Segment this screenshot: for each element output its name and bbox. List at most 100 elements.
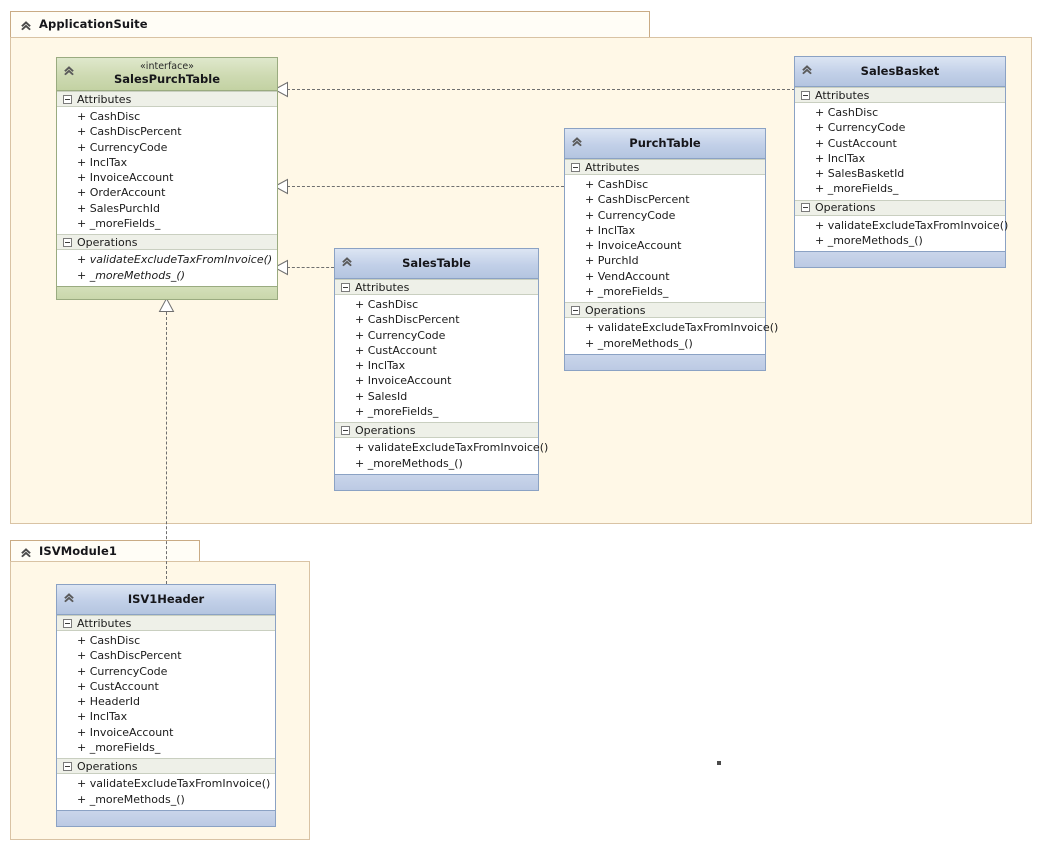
attribute-item: + _moreFields_ [77,217,161,231]
attribute-item: + _moreFields_ [815,182,899,196]
attribute-item: + HeaderId [77,695,140,709]
section-attributes-salestable[interactable]: Attributes [335,279,538,295]
package-tab-isv-module1[interactable]: ISVModule1 [10,540,200,562]
attribute-item: + SalesId [355,389,408,403]
operation-list-salespurchtable: + validateExcludeTaxFromInvoice() + _mor… [57,250,277,286]
operation-list-purchtable: + validateExcludeTaxFromInvoice() + _mor… [565,318,779,354]
section-attributes-salesbasket[interactable]: Attributes [795,87,1005,103]
attribute-item: + InclTax [815,151,866,165]
attribute-item: + InclTax [77,710,128,724]
package-name-application-suite: ApplicationSuite [39,17,148,32]
class-footer-isv1header [57,809,275,826]
operation-item: + _moreMethods_() [77,268,186,282]
class-header-salestable: SalesTable [335,249,538,279]
class-name-salespurchtable: SalesPurchTable [113,72,220,86]
attribute-item: + OrderAccount [77,186,166,200]
attribute-list-salestable: + CashDisc + CashDiscPercent + CurrencyC… [335,295,538,423]
collapse-minus-icon[interactable] [63,94,72,104]
attribute-item: + _moreFields_ [355,405,439,419]
attribute-item: + CashDisc [815,106,879,119]
attribute-list-salespurchtable: + CashDisc + CashDiscPercent + CurrencyC… [57,107,277,235]
attribute-item: + CashDiscPercent [585,193,690,207]
class-footer-salestable [335,473,538,490]
collapse-minus-icon[interactable] [63,761,72,771]
attribute-item: + CustAccount [355,343,437,357]
operation-item: + validateExcludeTaxFromInvoice() [585,321,779,335]
class-header-salesbasket: SalesBasket [795,57,1005,87]
operation-item: + _moreMethods_() [355,456,463,470]
attribute-item: + InclTax [77,155,128,169]
collapse-minus-icon[interactable] [341,282,350,292]
operation-item: + validateExcludeTaxFromInvoice() [77,253,273,267]
attribute-item: + CashDisc [77,634,141,647]
section-attributes-purchtable[interactable]: Attributes [565,159,765,175]
artifact-dot [717,761,721,765]
attribute-item: + InclTax [585,223,636,237]
realization-line-salestable [287,267,334,268]
class-name-isv1header: ISV1Header [127,592,205,606]
attribute-item: + CurrencyCode [355,328,446,342]
section-operations-salesbasket[interactable]: Operations [795,199,1005,216]
class-box-salestable[interactable]: SalesTable Attributes + CashDisc + CashD… [334,248,549,491]
section-label-attributes: Attributes [815,88,870,102]
operation-item: + _moreMethods_() [585,336,693,350]
collapse-minus-icon[interactable] [801,90,810,100]
section-label-operations: Operations [815,201,876,215]
collapse-minus-icon[interactable] [571,162,580,172]
attribute-list-isv1header: + CashDisc + CashDiscPercent + CurrencyC… [57,631,275,759]
collapse-minus-icon[interactable] [801,203,810,213]
class-chevron-icon [62,63,76,77]
operation-list-salesbasket: + validateExcludeTaxFromInvoice() + _mor… [795,215,1008,252]
class-stereotype-salespurchtable: «interface» [140,61,194,72]
operation-item: + validateExcludeTaxFromInvoice() [355,441,549,455]
collapse-minus-icon[interactable] [571,305,580,315]
class-chevron-icon [570,134,584,148]
class-box-purchtable[interactable]: PurchTable Attributes + CashDisc + CashD… [564,128,779,371]
section-attributes-salespurchtable[interactable]: Attributes [57,91,277,107]
attribute-item: + CustAccount [815,136,897,150]
section-label-attributes: Attributes [77,616,132,630]
attribute-item: + SalesBasketId [815,167,905,181]
class-chevron-icon [62,590,76,604]
attribute-item: + InvoiceAccount [77,725,174,739]
section-operations-isv1header[interactable]: Operations [57,758,275,775]
class-box-salesbasket[interactable]: SalesBasket Attributes + CashDisc + Curr… [794,56,1008,268]
attribute-item: + InvoiceAccount [355,374,452,388]
class-chevron-icon [340,254,354,268]
attribute-item: + CashDiscPercent [355,313,460,327]
section-label-attributes: Attributes [355,280,410,294]
class-chevron-icon [800,62,814,76]
section-operations-purchtable[interactable]: Operations [565,302,765,319]
attribute-item: + CurrencyCode [585,208,676,222]
attribute-list-salesbasket: + CashDisc + CurrencyCode + CustAccount … [795,103,1005,200]
section-attributes-isv1header[interactable]: Attributes [57,615,275,631]
realization-arrowhead-purchtable [273,178,289,198]
package-tab-application-suite[interactable]: ApplicationSuite [10,11,650,38]
class-box-salespurchtable[interactable]: «interface» SalesPurchTable Attributes +… [56,57,278,300]
attribute-item: + CashDisc [77,110,141,123]
class-box-isv1header[interactable]: ISV1Header Attributes + CashDisc + CashD… [56,584,276,827]
section-operations-salespurchtable[interactable]: Operations [57,234,277,251]
class-header-isv1header: ISV1Header [57,585,275,615]
operation-list-isv1header: + validateExcludeTaxFromInvoice() + _mor… [57,774,275,810]
realization-line-purchtable [287,186,564,187]
collapse-minus-icon[interactable] [63,237,72,247]
class-header-salespurchtable: «interface» SalesPurchTable [57,58,277,91]
attribute-item: + CashDiscPercent [77,649,182,663]
package-chevron-icon [19,18,33,32]
collapse-minus-icon[interactable] [63,618,72,628]
package-chevron-icon [19,545,33,559]
attribute-item: + VendAccount [585,269,670,283]
attribute-item: + _moreFields_ [585,285,669,299]
section-operations-salestable[interactable]: Operations [335,422,538,439]
operation-list-salestable: + validateExcludeTaxFromInvoice() + _mor… [335,438,549,474]
section-label-attributes: Attributes [585,160,640,174]
section-label-operations: Operations [585,303,646,317]
realization-line-isv1header [166,312,167,584]
class-name-purchtable: PurchTable [629,136,701,150]
collapse-minus-icon[interactable] [341,425,350,435]
class-footer-salesbasket [795,251,1005,267]
attribute-item: + CashDiscPercent [77,125,182,139]
realization-line-salesbasket [287,89,795,90]
attribute-item: + CurrencyCode [77,664,168,678]
